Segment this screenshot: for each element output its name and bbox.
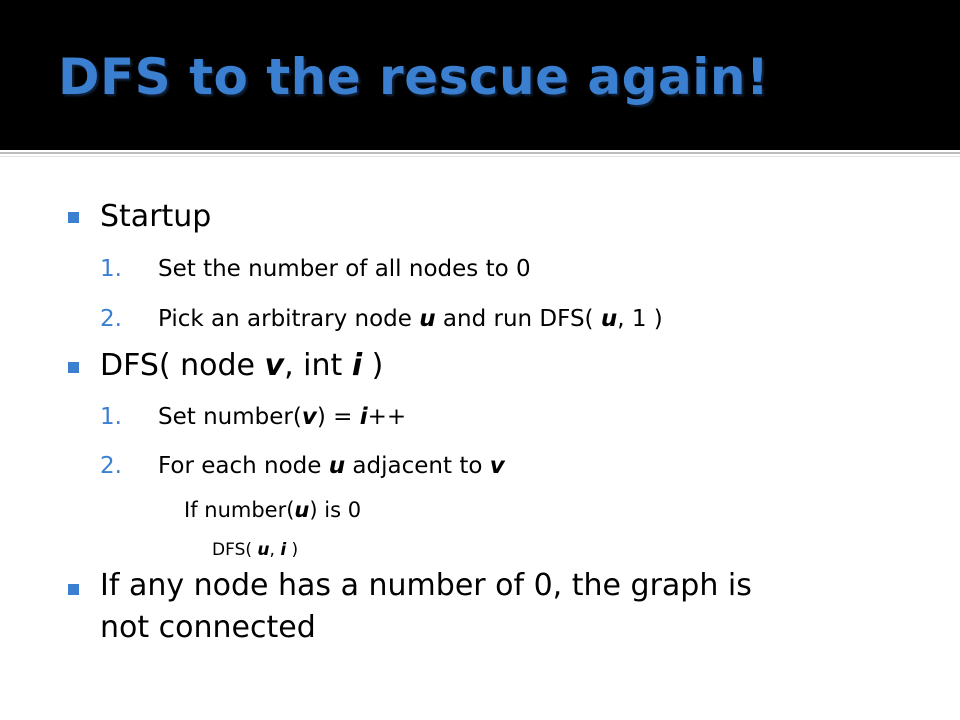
var-u: u [328,453,346,479]
var-u: u [600,306,618,332]
var-u: u [294,498,310,522]
var-i: i [359,404,368,430]
var-u: u [419,306,436,332]
var-v: v [301,404,317,430]
step-number: 2. [100,453,122,479]
step-number: 1. [100,256,122,282]
square-bullet-icon [68,212,79,223]
var-i: i [280,540,287,560]
step-number: 1. [100,404,122,430]
dfs-if-condition: If number(u) is 0 [184,498,362,522]
title-divider [0,152,960,154]
dfs-step-2: For each node u adjacent to v [158,453,505,479]
title-bar: DFS to the rescue again! [0,0,960,150]
step-number: 2. [100,306,122,332]
title-divider-light [0,156,960,157]
startup-step-2: Pick an arbitrary node u and run DFS( u,… [158,306,663,332]
dfs-recursive-call: DFS( u, i ) [212,540,299,560]
square-bullet-icon [68,362,79,373]
startup-step-1: Set the number of all nodes to 0 [158,256,531,282]
bullet-dfs-signature: DFS( node v, int i ) [100,348,384,383]
square-bullet-icon [68,584,79,595]
var-v: v [264,348,285,383]
var-u: u [257,540,270,560]
bullet-conclusion-line2: not connected [100,610,316,645]
var-i: i [351,348,363,383]
var-v: v [489,453,505,479]
dfs-step-1: Set number(v) = i++ [158,404,407,430]
bullet-startup: Startup [100,199,212,234]
bullet-conclusion-line1: If any node has a number of 0, the graph… [100,568,752,603]
slide-title: DFS to the rescue again! [58,48,770,106]
